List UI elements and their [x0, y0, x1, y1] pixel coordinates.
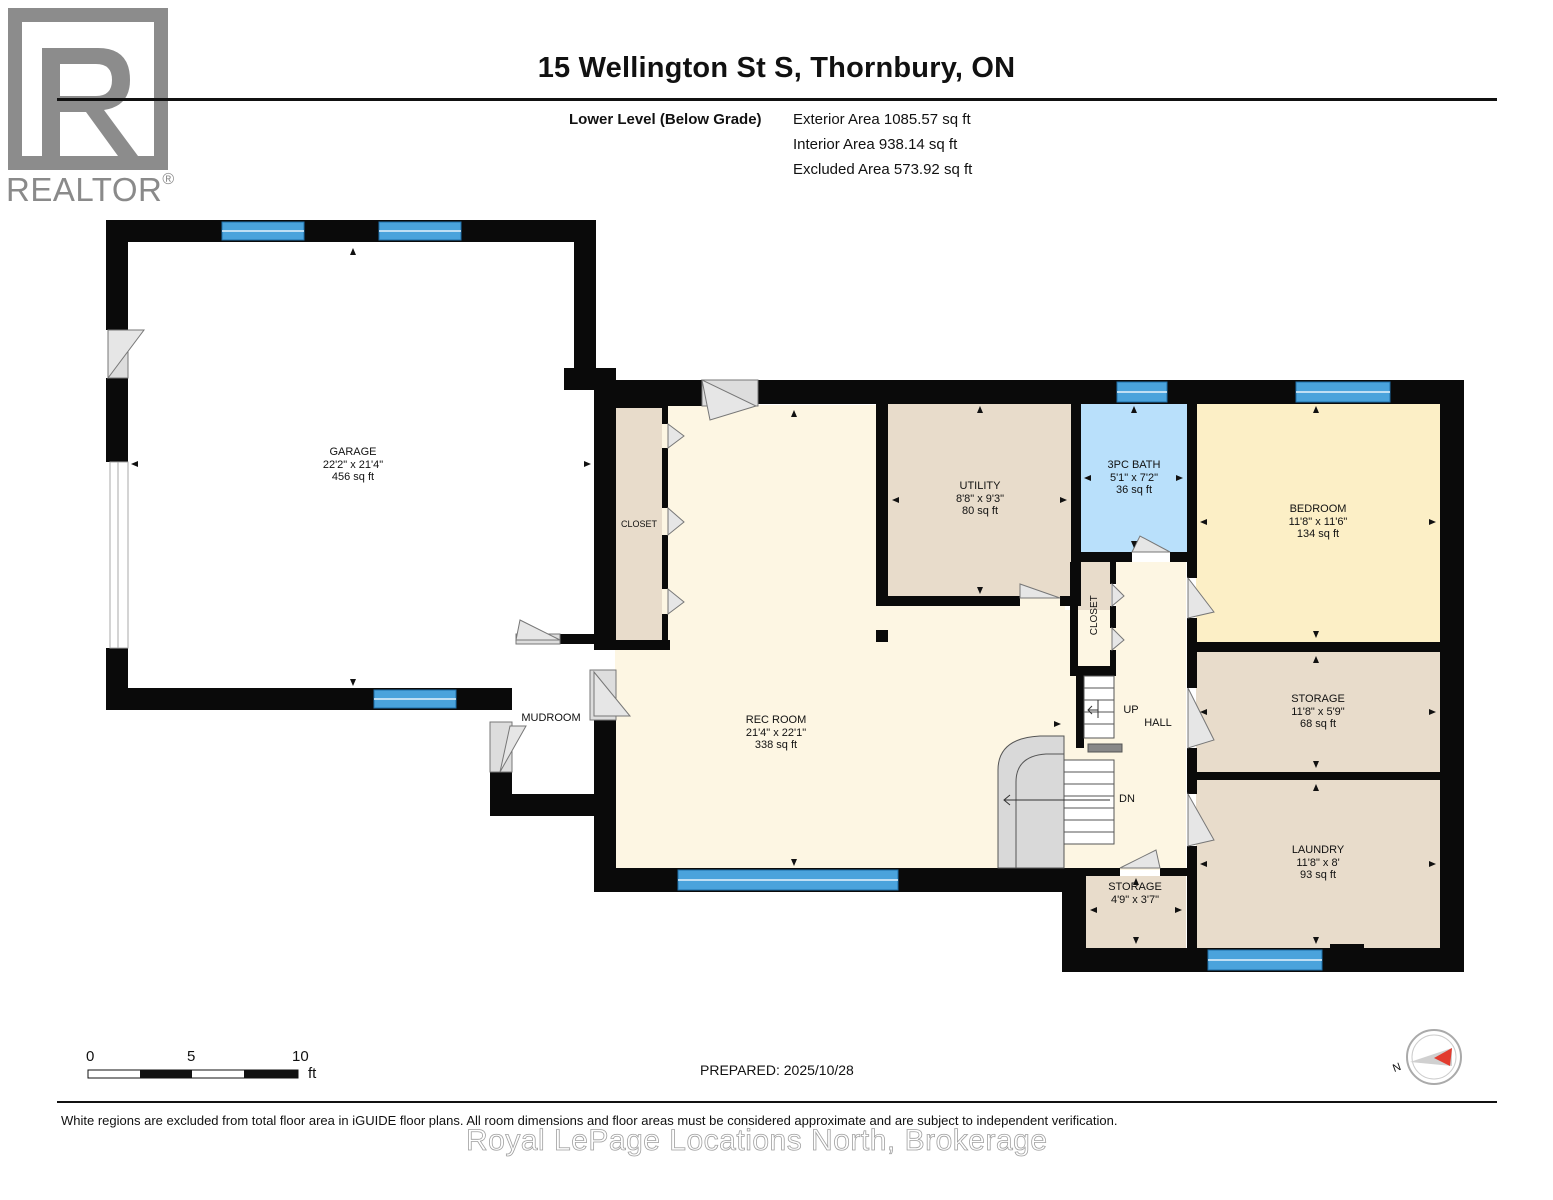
- garage-label: GARAGE 22'2" x 21'4" 456 sq ft: [293, 446, 413, 484]
- garage-dims: 22'2" x 21'4": [322, 458, 384, 471]
- footer-rule: [57, 1101, 1497, 1103]
- storage-mid-name: STORAGE: [1291, 693, 1345, 705]
- bath-dims: 5'1" x 7'2": [1109, 471, 1159, 484]
- level-label: Lower Level (Below Grade): [569, 111, 762, 128]
- door-swings: [107, 329, 1215, 869]
- garage-door: [109, 461, 129, 649]
- stairs-up-label: UP: [1123, 704, 1139, 716]
- brokerage-watermark: Royal LePage Locations North, Brokerage: [466, 1124, 1048, 1158]
- bath-area: 36 sq ft: [1115, 484, 1153, 496]
- rec-room-area: 338 sq ft: [754, 739, 798, 751]
- stairs-down-label: DN: [1119, 793, 1135, 805]
- scale-unit: ft: [308, 1065, 317, 1082]
- laundry-area: 93 sq ft: [1299, 869, 1337, 881]
- laundry-fill: [1196, 780, 1440, 948]
- closet-left-label: CLOSET: [620, 519, 657, 529]
- bath-fill: [1080, 402, 1187, 552]
- rec-room-dims: 21'4" x 22'1": [745, 726, 807, 739]
- closet-left-fill: [616, 405, 662, 641]
- bath-name: 3PC BATH: [1107, 459, 1161, 471]
- registered-mark: ®: [162, 171, 175, 188]
- storage-small-fill: [1086, 876, 1186, 948]
- laundry-name: LAUNDRY: [1291, 844, 1345, 856]
- utility-name: UTILITY: [959, 480, 1001, 492]
- storage-small-dims: 4'9" x 3'7": [1110, 893, 1160, 906]
- property-address: 15 Wellington St S, Thornbury, ON: [537, 52, 1016, 84]
- realtor-logo-mark: [8, 8, 168, 170]
- realtor-logo: REALTOR®: [6, 8, 186, 208]
- hall-label: HALL: [1144, 717, 1172, 729]
- garage-name: GARAGE: [329, 446, 377, 458]
- walls: [106, 220, 1464, 972]
- bedroom-area: 134 sq ft: [1296, 528, 1340, 540]
- laundry-label: LAUNDRY 11'8" x 8' 93 sq ft: [1258, 844, 1378, 882]
- bedroom-name: BEDROOM: [1289, 503, 1347, 515]
- header-rule: [57, 98, 1497, 101]
- scale-bar-graphic: [87, 1069, 299, 1079]
- compass: [1406, 1029, 1462, 1085]
- storage-small-label: STORAGE 4'9" x 3'7": [1090, 881, 1180, 906]
- bedroom-fill: [1196, 402, 1440, 642]
- prepared-date: PREPARED: 2025/10/28: [700, 1062, 854, 1078]
- scale-label-0: 0: [86, 1048, 95, 1065]
- scale-label-10: 10: [292, 1048, 309, 1065]
- exterior-area: Exterior Area 1085.57 sq ft: [793, 111, 971, 128]
- scale-label-5: 5: [187, 1048, 196, 1065]
- hall-fill: [1116, 562, 1186, 870]
- stairs: [997, 675, 1123, 869]
- interior-area: Interior Area 938.14 sq ft: [793, 136, 958, 153]
- laundry-dims: 11'8" x 8': [1296, 856, 1340, 869]
- mudroom-label: MUDROOM: [521, 712, 581, 724]
- dimension-arrows: [131, 248, 1436, 944]
- window-lines: [222, 230, 1390, 961]
- bedroom-dims: 11'8" x 11'6": [1288, 515, 1348, 528]
- excluded-area: Excluded Area 573.92 sq ft: [793, 161, 973, 178]
- bath-label: 3PC BATH 5'1" x 7'2" 36 sq ft: [1084, 459, 1184, 497]
- storage-mid-fill: [1196, 652, 1440, 772]
- utility-fill: [888, 402, 1071, 598]
- garage-area: 456 sq ft: [331, 471, 375, 483]
- storage-mid-label: STORAGE 11'8" x 5'9" 68 sq ft: [1258, 693, 1378, 731]
- rec-room-label: REC ROOM 21'4" x 22'1" 338 sq ft: [716, 714, 836, 752]
- storage-mid-area: 68 sq ft: [1299, 718, 1337, 730]
- utility-area: 80 sq ft: [961, 505, 999, 517]
- utility-dims: 8'8" x 9'3": [955, 492, 1005, 505]
- storage-small-name: STORAGE: [1108, 881, 1162, 893]
- closet-hall-label: CLOSET: [1088, 595, 1100, 636]
- storage-mid-dims: 11'8" x 5'9": [1291, 705, 1345, 718]
- rec-room-name: REC ROOM: [745, 714, 807, 726]
- stair-arrows: [1003, 700, 1110, 806]
- realtor-logo-text: REALTOR: [6, 171, 163, 208]
- utility-label: UTILITY 8'8" x 9'3" 80 sq ft: [920, 480, 1040, 518]
- bedroom-label: BEDROOM 11'8" x 11'6" 134 sq ft: [1258, 503, 1378, 541]
- disclaimer: White regions are excluded from total fl…: [61, 1113, 1118, 1128]
